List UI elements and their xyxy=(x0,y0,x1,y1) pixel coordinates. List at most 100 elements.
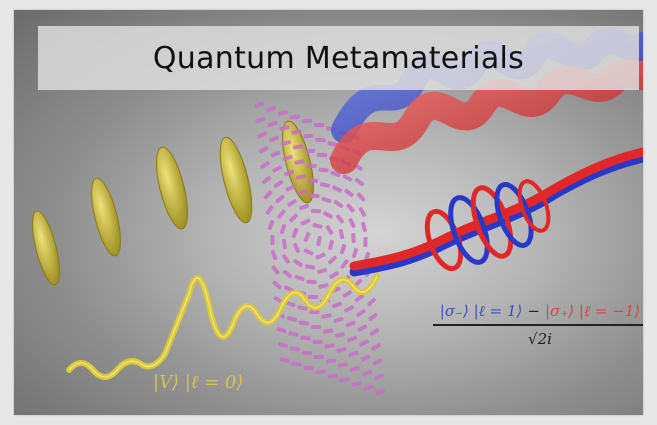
metasurface-rod xyxy=(272,280,282,290)
metasurface-rod xyxy=(288,213,299,223)
metasurface-array xyxy=(253,101,386,396)
metasurface-rod xyxy=(363,384,374,392)
metasurface-rod xyxy=(354,293,365,303)
metasurface-rod xyxy=(293,258,303,268)
metasurface-rod xyxy=(375,388,386,396)
metasurface-rod xyxy=(291,227,299,239)
metasurface-rod xyxy=(321,313,332,319)
metasurface-rod xyxy=(285,184,296,192)
metasurface-rod xyxy=(292,144,304,150)
metasurface-rod xyxy=(331,185,343,193)
metasurface-rod xyxy=(279,125,290,131)
metasurface-rod xyxy=(309,193,320,199)
metasurface-rod xyxy=(342,174,353,182)
metasurface-rod xyxy=(323,211,333,219)
metasurface-rod xyxy=(281,254,291,264)
metasurface-rod xyxy=(356,308,366,318)
metasurface-rod xyxy=(301,350,313,356)
metasurface-rod xyxy=(325,225,334,235)
metasurface-rod xyxy=(304,264,316,270)
metasurface-rod xyxy=(277,209,286,219)
equation-minus: − xyxy=(527,302,540,320)
metasurface-rod xyxy=(307,178,319,184)
metasurface-rod xyxy=(307,294,319,300)
metasurface-rod xyxy=(301,118,313,124)
metasurface-rod xyxy=(312,339,323,345)
metasurface-rod xyxy=(361,369,373,377)
metasurface-rod xyxy=(330,170,341,178)
metasurface-rod xyxy=(349,365,361,373)
metasurface-rod xyxy=(325,358,337,364)
metasurface-rod xyxy=(358,207,367,217)
metasurface-rod xyxy=(256,131,268,139)
metasurface-rod xyxy=(291,129,302,135)
metasurface-rod xyxy=(324,343,335,349)
metasurface-rod xyxy=(260,160,270,170)
metasurface-rod xyxy=(282,154,293,162)
metasurface-rod xyxy=(313,122,325,128)
metasurface-rod xyxy=(271,265,280,275)
metasurface-rod xyxy=(368,312,378,322)
metasurface-rod xyxy=(281,238,288,250)
metasurface-rod xyxy=(340,259,349,269)
metasurface-rod xyxy=(315,369,326,375)
metasurface-rod xyxy=(270,249,278,261)
metasurface-rod xyxy=(294,159,305,165)
metasurface-rod xyxy=(356,192,366,202)
metasurface-rod xyxy=(351,232,356,244)
metasurface-rod xyxy=(318,283,329,289)
metasurface-rod xyxy=(310,208,322,214)
metasurface-rod xyxy=(351,247,359,259)
metasurface-rod xyxy=(373,373,385,381)
metasurface-rod xyxy=(329,271,339,279)
metasurface-rod xyxy=(315,137,326,143)
polarizer-discs xyxy=(32,120,314,286)
metasurface-rod xyxy=(369,327,380,337)
metasurface-rod xyxy=(279,357,290,363)
metasurface-rod xyxy=(300,335,311,341)
metasurface-rod xyxy=(312,223,323,229)
metasurface-rod xyxy=(273,180,284,188)
metasurface-rod xyxy=(275,194,285,204)
metasurface-rod xyxy=(285,300,296,308)
output-beam xyxy=(349,147,643,277)
metasurface-rod xyxy=(297,189,308,195)
metasurface-rod xyxy=(348,217,356,229)
metasurface-rod xyxy=(372,358,383,366)
metasurface-rod xyxy=(333,199,344,209)
metasurface-rod xyxy=(298,203,310,211)
metasurface-rod xyxy=(366,297,377,307)
metasurface-rod xyxy=(357,324,368,332)
metasurface-rod xyxy=(292,242,301,254)
metasurface-rod xyxy=(270,235,275,245)
metasurface-rod xyxy=(297,305,308,311)
equation-term-2: |σ₊⟩ |ℓ = −1⟩ xyxy=(545,302,641,320)
metasurface-rod xyxy=(344,188,354,198)
metasurface-rod xyxy=(280,139,292,147)
metasurface-rod xyxy=(294,274,305,282)
metasurface-rod xyxy=(327,239,335,251)
equation-numerator: |σ₋⟩ |ℓ = 1⟩ − |σ₊⟩ |ℓ = −1⟩ xyxy=(429,302,643,321)
metasurface-rod xyxy=(327,255,338,265)
metasurface-rod xyxy=(303,133,314,139)
metasurface-rod xyxy=(277,110,289,116)
equation-denominator: √2i xyxy=(528,329,552,348)
metasurface-rod xyxy=(306,279,317,285)
metasurface-rod xyxy=(313,354,325,360)
metasurface-rod xyxy=(354,177,365,187)
metasurface-rod xyxy=(295,174,307,180)
metasurface-rod xyxy=(310,324,322,330)
metasurface-rod xyxy=(289,346,301,352)
metasurface-rod xyxy=(309,309,320,315)
page-title: Quantum Metamaterials xyxy=(152,40,525,76)
metasurface-rod xyxy=(371,343,381,351)
metasurface-rod xyxy=(300,218,311,226)
metasurface-rod xyxy=(286,315,298,323)
metasurface-rod xyxy=(261,175,272,185)
metasurface-rod xyxy=(289,114,301,120)
metasurface-rod xyxy=(351,380,362,388)
metasurface-rod xyxy=(331,301,343,309)
metasurface-rod xyxy=(303,365,314,371)
metasurface-rod xyxy=(345,320,356,328)
metasurface-rod xyxy=(258,146,269,154)
